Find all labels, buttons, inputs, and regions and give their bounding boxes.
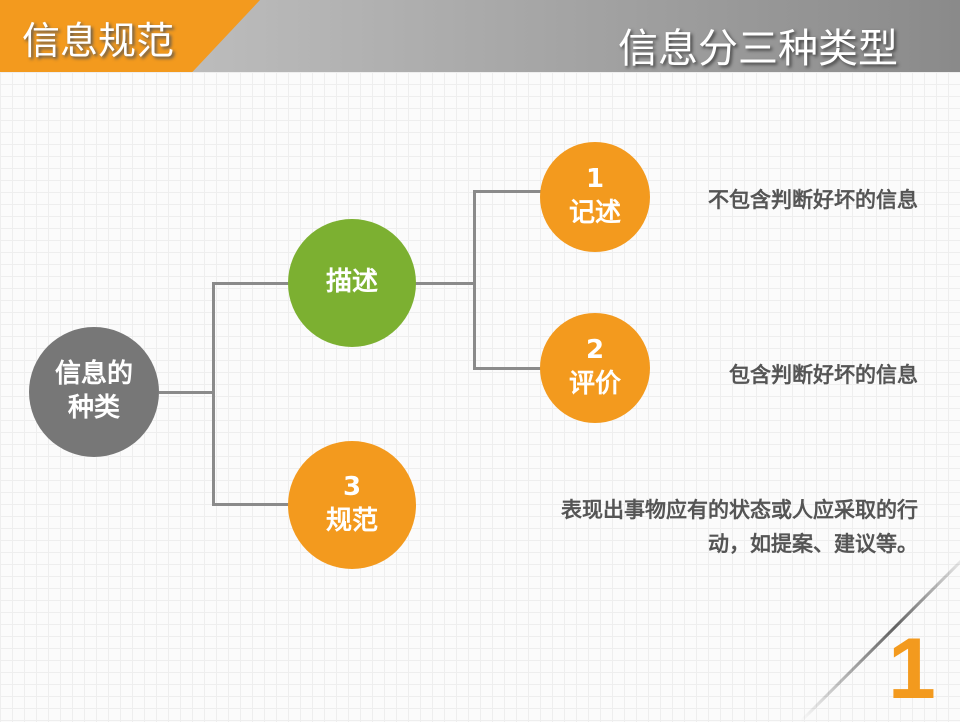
record-label: 记述 bbox=[568, 198, 621, 228]
evaluate-desc: 包含判断好坏的信息 bbox=[729, 363, 918, 387]
record-num: 1 bbox=[585, 164, 605, 195]
norm-desc-line2: 动，如提案、建议等。 bbox=[708, 532, 918, 556]
connector bbox=[212, 282, 215, 506]
norm-node: 3 规范 bbox=[288, 441, 416, 569]
record-node: 1 记述 bbox=[540, 142, 650, 252]
norm-label: 规范 bbox=[325, 506, 378, 536]
record-desc: 不包含判断好坏的信息 bbox=[708, 188, 918, 212]
connector bbox=[212, 282, 290, 285]
connector bbox=[473, 367, 543, 370]
connector bbox=[473, 190, 543, 193]
norm-desc: 表现出事物应有的状态或人应采取的行 动，如提案、建议等。 bbox=[561, 493, 918, 561]
norm-num: 3 bbox=[342, 472, 362, 503]
describe-node: 描述 bbox=[288, 219, 416, 347]
evaluate-label: 评价 bbox=[568, 369, 621, 399]
norm-desc-line1: 表现出事物应有的状态或人应采取的行 bbox=[561, 498, 918, 522]
page-number: 1 bbox=[888, 621, 936, 717]
connector bbox=[212, 503, 290, 506]
evaluate-num: 2 bbox=[585, 335, 605, 366]
page-curl-line bbox=[800, 550, 960, 722]
connector bbox=[159, 391, 214, 394]
section-title: 信息规范 bbox=[22, 19, 175, 63]
slide-title: 信息分三种类型 bbox=[618, 26, 898, 72]
evaluate-node: 2 评价 bbox=[540, 313, 650, 423]
connector bbox=[473, 190, 476, 370]
root-line2: 种类 bbox=[67, 393, 120, 423]
connector bbox=[414, 282, 475, 285]
describe-label: 描述 bbox=[325, 267, 378, 298]
root-node: 信息的 种类 bbox=[29, 327, 159, 457]
root-line1: 信息的 bbox=[54, 359, 133, 390]
